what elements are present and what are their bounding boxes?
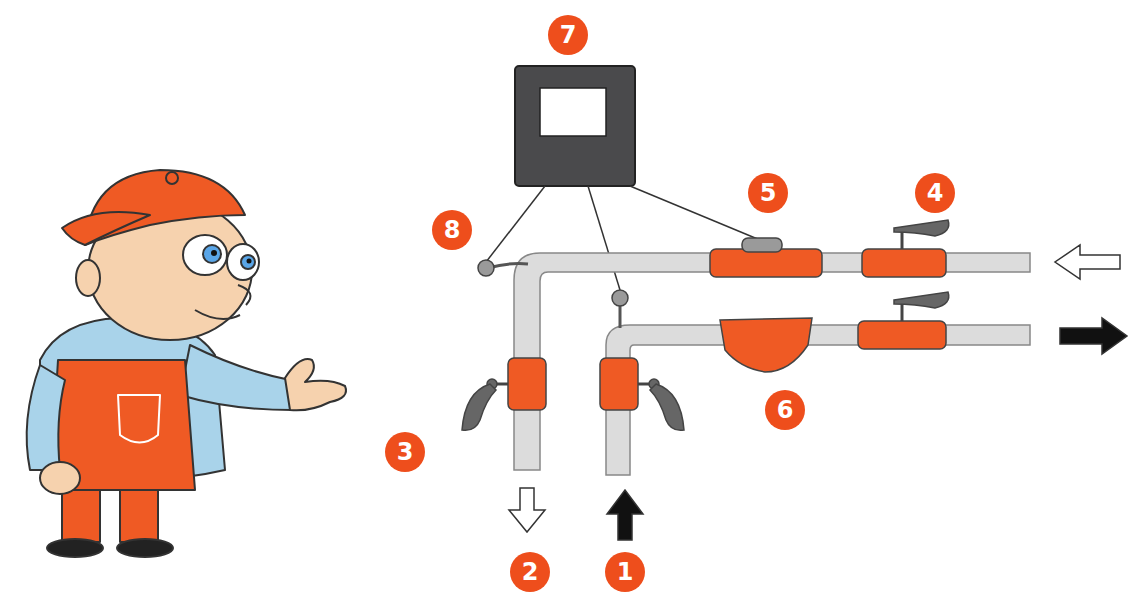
callout-number: 4	[915, 173, 955, 213]
strainer	[720, 318, 812, 372]
temperature-sensor	[612, 290, 628, 328]
callout-number: 8	[432, 210, 472, 250]
ball-valve	[858, 292, 949, 349]
ball-valve	[462, 358, 546, 430]
temperature-sensor	[478, 260, 528, 276]
callout-number: 6	[765, 390, 805, 430]
controller-box	[515, 66, 635, 186]
pipes	[514, 253, 1030, 475]
callout-number: 2	[510, 552, 550, 592]
ball-valve	[600, 358, 684, 430]
callout-number: 5	[748, 173, 788, 213]
ball-valve	[862, 220, 949, 277]
callout-number: 1	[605, 552, 645, 592]
plumber-figure	[27, 170, 346, 557]
flow-meter	[710, 238, 822, 277]
callout-number: 3	[385, 432, 425, 472]
flow-arrows	[509, 245, 1127, 540]
callout-number: 7	[548, 15, 588, 55]
